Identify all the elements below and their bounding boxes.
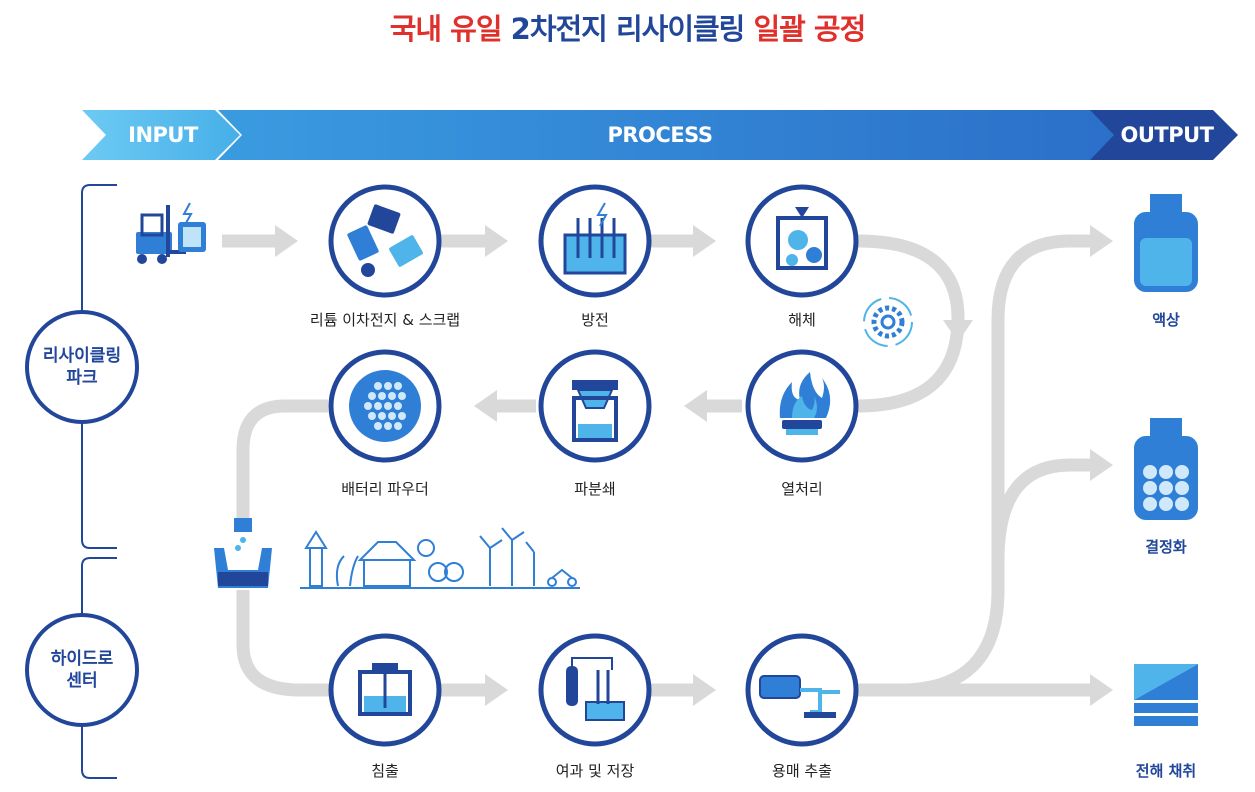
recycling-park-line-2: 파크 (66, 368, 98, 388)
process-arrow (218, 110, 1120, 160)
step-scrap-label: 리튬 이차전지 & 스크랩 (309, 311, 461, 329)
step-crush-label: 파분쇄 (574, 480, 616, 498)
stage-input-label: INPUT (128, 123, 198, 147)
step-solvent-label: 용매 추출 (772, 762, 832, 780)
dismantle-gear-icon (745, 184, 859, 298)
forklift-icon (136, 202, 206, 264)
recycling-park-line-1: 리사이클링 (42, 346, 122, 366)
hopper-icon (214, 518, 272, 588)
output-arrow (1090, 110, 1238, 160)
bottle-icon (1134, 194, 1198, 292)
title-part-1: 국내 유일 (389, 12, 503, 46)
step-heat-label: 열처리 (781, 480, 823, 498)
output-liquid-label: 액상 (1152, 311, 1180, 329)
output-crystal-label: 결정화 (1145, 538, 1187, 556)
recycling-park-circle (25, 310, 139, 424)
tank-icon (328, 633, 442, 747)
step-dismantle-label: 해체 (788, 311, 816, 329)
extraction-icon (745, 633, 859, 747)
gear-icon (863, 297, 913, 347)
hydro-center-line-2: 센터 (66, 671, 98, 691)
stage-output-label: OUTPUT (1120, 123, 1215, 147)
crusher-icon (538, 349, 652, 463)
electrolysis-icon (1134, 664, 1198, 726)
battery-icon (328, 184, 442, 298)
recycling-park-label: 리사이클링 파크 (32, 345, 132, 389)
hydro-center-circle (25, 613, 139, 727)
output-electrolysis-label: 전해 채취 (1135, 762, 1197, 780)
city-skyline-icon (300, 527, 580, 589)
step-discharge-label: 방전 (581, 311, 609, 329)
title-part-3: 일괄 공정 (753, 12, 866, 46)
step-powder-label: 배터리 파우더 (341, 480, 429, 498)
flame-icon (745, 349, 859, 463)
hydro-center-line-1: 하이드로 (50, 649, 114, 669)
step-filter-label: 여과 및 저장 (555, 762, 635, 780)
crystal-bottle-icon (1134, 418, 1198, 520)
step-leach-label: 침출 (371, 762, 399, 780)
title-part-2: 2차전지 리사이클링 (510, 12, 746, 46)
discharge-icon (538, 184, 652, 298)
input-arrow (82, 110, 240, 160)
stage-process-label: PROCESS (607, 123, 713, 147)
hydro-center-label: 하이드로 센터 (32, 648, 132, 692)
page-title: 국내 유일 2차전지 리사이클링 일괄 공정 (0, 6, 1255, 48)
powder-icon (328, 349, 442, 463)
filter-icon (538, 633, 652, 747)
flow-arrowheads (275, 225, 1113, 706)
